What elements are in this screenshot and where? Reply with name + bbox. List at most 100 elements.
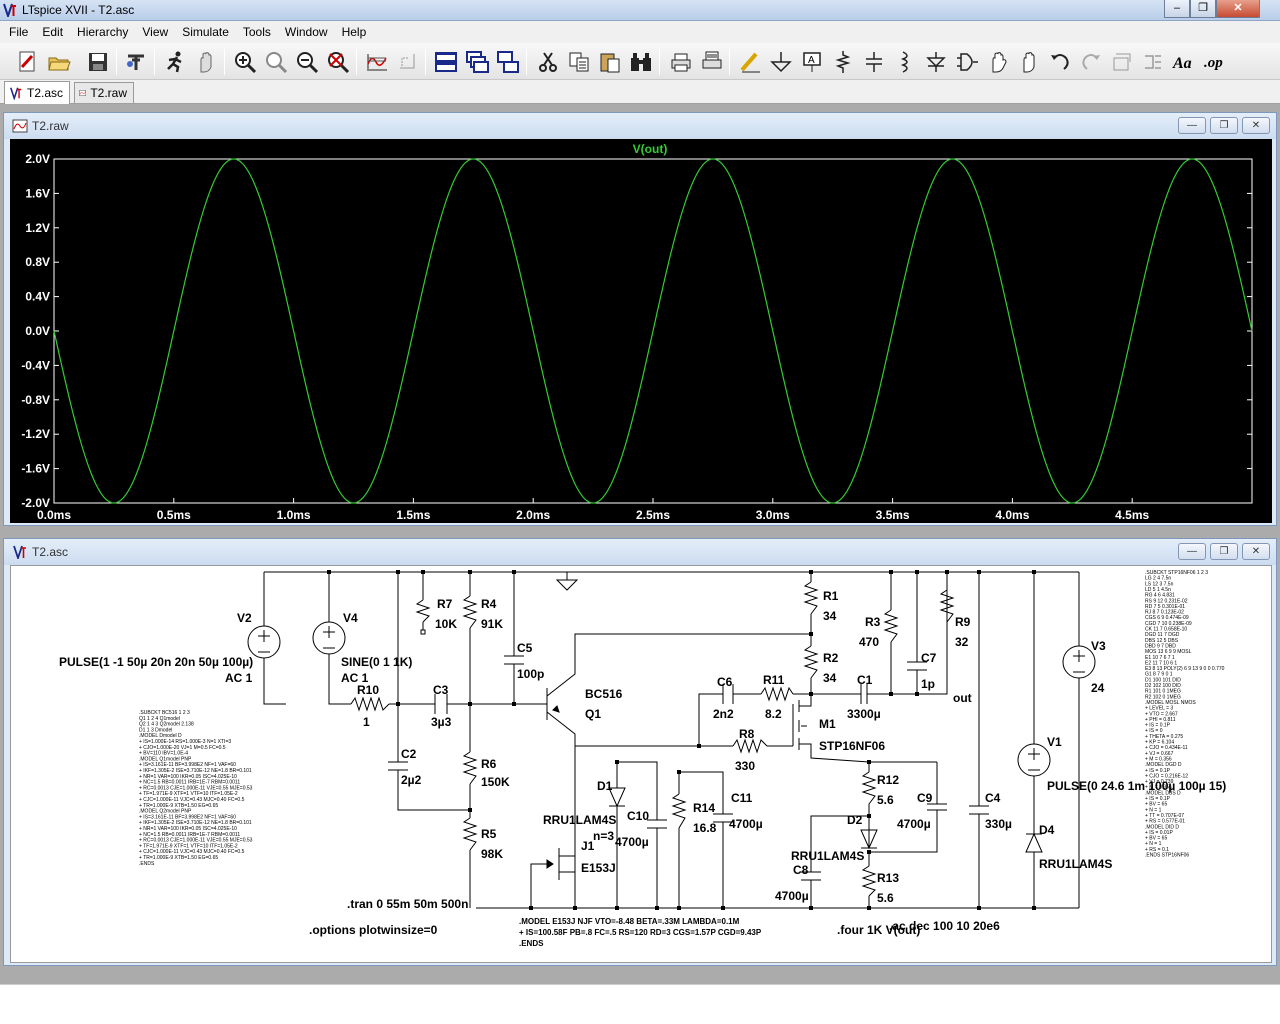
save-icon[interactable] [84, 48, 112, 76]
schematic-close-button[interactable]: ✕ [1242, 543, 1270, 560]
waveform-minimize-button[interactable]: — [1178, 117, 1206, 134]
capacitor-c5-symbol[interactable] [504, 655, 524, 665]
diode-icon[interactable] [922, 48, 950, 76]
component-icon[interactable] [953, 48, 981, 76]
close-button[interactable]: ✕ [1216, 0, 1260, 18]
voltage-source-v3-symbol[interactable] [1062, 645, 1096, 679]
voltage-source-v2-symbol[interactable] [247, 625, 281, 659]
capacitor-c9-symbol[interactable] [927, 803, 947, 811]
directive-jfet-model-line1[interactable]: .MODEL E153J NJF VTO=-8.48 BETA=.33M LAM… [519, 917, 740, 926]
transistor-q1-symbol[interactable] [552, 705, 560, 713]
capacitor-c6-symbol[interactable] [722, 684, 734, 704]
zoom-in-icon[interactable] [231, 48, 259, 76]
diode-d1-symbol[interactable] [608, 787, 626, 808]
resistor-r13-symbol[interactable] [861, 865, 877, 897]
menu-help[interactable]: Help [341, 25, 367, 39]
control-panel-icon[interactable] [122, 48, 150, 76]
run-icon[interactable] [161, 48, 189, 76]
tab-waveform[interactable]: T2.raw [74, 82, 134, 103]
capacitor-c3-symbol[interactable] [434, 694, 448, 714]
paste-icon[interactable] [596, 48, 624, 76]
voltage-source-v1-symbol[interactable] [1017, 743, 1051, 777]
text-icon[interactable]: Aa [1170, 48, 1198, 76]
cascade-icon[interactable] [463, 48, 491, 76]
capacitor-c1-symbol[interactable] [860, 684, 868, 704]
inductor-icon[interactable] [891, 48, 919, 76]
menu-edit[interactable]: Edit [42, 25, 64, 39]
resistor-r2-symbol[interactable] [803, 645, 819, 679]
capacitor-c10-symbol[interactable] [647, 819, 667, 829]
menu-window[interactable]: Window [284, 25, 328, 39]
print-icon[interactable] [698, 48, 726, 76]
menu-tools[interactable]: Tools [242, 25, 271, 39]
copy-icon[interactable] [565, 48, 593, 76]
mirror-icon[interactable] [1139, 48, 1167, 76]
zoom-out-icon[interactable] [293, 48, 321, 76]
directive-jfet-model-line3[interactable]: .ENDS [519, 939, 544, 948]
tab-schematic[interactable]: T2.asc [4, 81, 70, 104]
move-icon[interactable] [984, 48, 1012, 76]
resistor-r4-symbol[interactable] [462, 595, 478, 629]
trace-v-out[interactable] [53, 158, 1253, 504]
capacitor-c8-symbol[interactable] [801, 871, 821, 881]
resistor-r14-symbol[interactable] [671, 793, 687, 829]
label-net-icon[interactable]: A [798, 48, 826, 76]
resistor-r11-symbol[interactable] [760, 686, 794, 702]
wire-icon[interactable] [736, 48, 764, 76]
tile-vertical-icon[interactable] [494, 48, 522, 76]
resistor-r7-symbol[interactable] [415, 599, 431, 623]
diode-d4-symbol[interactable] [1025, 832, 1043, 853]
zoom-fit-icon[interactable] [324, 48, 352, 76]
minimize-button[interactable]: – [1164, 0, 1190, 18]
ground-icon[interactable] [767, 48, 795, 76]
directive-four[interactable]: .four 1K V(out) [837, 923, 920, 937]
directive-jfet-model-line2[interactable]: + IS=100.58F PB=.8 FC=.5 RS=120 RD=3 CGS… [519, 928, 762, 937]
maximize-button[interactable]: ❐ [1190, 0, 1216, 18]
waveform-close-button[interactable]: ✕ [1242, 117, 1270, 134]
resistor-r10-symbol[interactable] [350, 696, 390, 712]
new-schematic-icon[interactable] [14, 48, 42, 76]
menu-view[interactable]: View [142, 25, 169, 39]
resistor-icon[interactable] [829, 48, 857, 76]
directive-tran[interactable]: .tran 0 55m 50m 500n [347, 897, 468, 911]
trace-label[interactable]: V(out) [633, 142, 668, 156]
capacitor-c7-symbol[interactable] [907, 661, 927, 671]
directive-options[interactable]: .options plotwinsize=0 [309, 923, 438, 937]
drag-icon[interactable] [1015, 48, 1043, 76]
open-icon[interactable] [45, 48, 73, 76]
tile-horizontal-icon[interactable] [432, 48, 460, 76]
menu-simulate[interactable]: Simulate [182, 25, 229, 39]
waveform-restore-button[interactable]: ❐ [1210, 117, 1238, 134]
capacitor-c2-symbol[interactable] [388, 761, 408, 771]
cut-icon[interactable] [534, 48, 562, 76]
menu-file[interactable]: File [9, 25, 29, 39]
schematic-canvas[interactable]: V2 V4 PULSE(1 -1 50µ 20n 20n 50µ 100µ) A… [10, 565, 1272, 963]
find-icon[interactable] [627, 48, 655, 76]
schematic-restore-button[interactable]: ❐ [1210, 543, 1238, 560]
redo-icon[interactable] [1077, 48, 1105, 76]
print-setup-icon[interactable] [667, 48, 695, 76]
schematic-minimize-button[interactable]: — [1178, 543, 1206, 560]
autorange-icon[interactable] [363, 48, 391, 76]
resistor-r5-symbol[interactable] [462, 817, 478, 851]
diode-d2-symbol[interactable] [860, 829, 878, 850]
halt-icon[interactable] [192, 48, 220, 76]
jfet-j1-symbol[interactable] [546, 859, 554, 869]
spice-directive-icon[interactable]: .op [1201, 48, 1229, 76]
capacitor-c4-symbol[interactable] [969, 805, 989, 815]
resistor-r12-symbol[interactable] [861, 771, 877, 805]
directive-ac[interactable]: .ac dec 100 10 20e6 [889, 919, 1000, 933]
undo-icon[interactable] [1046, 48, 1074, 76]
rotate-icon[interactable] [1108, 48, 1136, 76]
resistor-r8-symbol[interactable] [732, 738, 768, 754]
resistor-r3-symbol[interactable] [883, 609, 899, 643]
resistor-r6-symbol[interactable] [462, 751, 478, 785]
voltage-source-v4-symbol[interactable] [312, 621, 346, 655]
resistor-r9-symbol[interactable] [939, 572, 955, 623]
capacitor-icon[interactable] [860, 48, 888, 76]
resistor-r1-symbol[interactable] [803, 581, 819, 615]
pan-icon[interactable] [262, 48, 290, 76]
